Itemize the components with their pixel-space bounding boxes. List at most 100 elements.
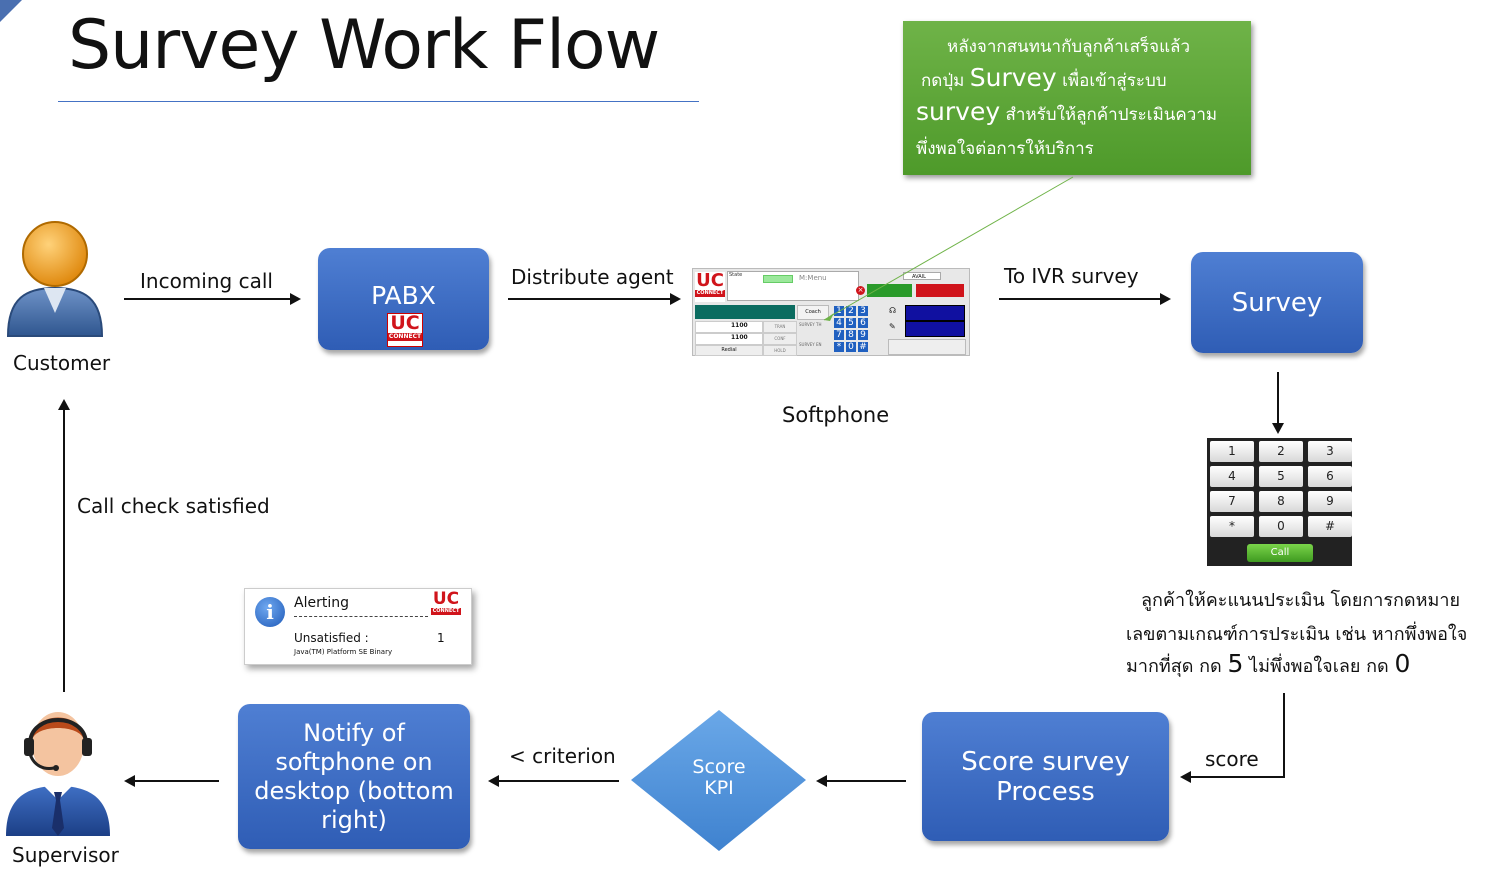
- uc-connect-logo: UC CONNECT: [387, 313, 423, 347]
- keypad-key[interactable]: 4: [1210, 466, 1254, 487]
- keypad-key[interactable]: 3: [1308, 441, 1352, 462]
- arrowhead: [1272, 423, 1284, 434]
- keypad-key[interactable]: 1: [1210, 441, 1254, 462]
- arrowhead: [124, 775, 135, 787]
- incoming-call-label: Incoming call: [140, 269, 273, 293]
- coach-button[interactable]: Coach: [797, 305, 829, 320]
- kpi-line2: KPI: [704, 777, 734, 799]
- arrow-process-kpi: [826, 780, 906, 782]
- score-kpi-diamond: [631, 710, 806, 851]
- notify-box: Notify of softphone on desktop (bottom r…: [238, 704, 470, 849]
- arrow-score-horizontal: [1190, 776, 1285, 778]
- note-text: เพื่อเข้าสู่ระบบ: [1062, 71, 1167, 91]
- to-ivr-label: To IVR survey: [1004, 264, 1139, 288]
- arrow-call-check: [63, 410, 65, 692]
- arrowhead: [290, 293, 301, 305]
- answer-button[interactable]: [867, 284, 912, 297]
- softphone-ext1: 1100: [731, 322, 748, 329]
- softphone-key[interactable]: 7: [834, 330, 844, 340]
- arrowhead: [670, 293, 681, 305]
- uc-logo-subtext: CONNECT: [431, 608, 461, 615]
- softphone-key[interactable]: 6: [858, 318, 868, 328]
- note-text: สำหรับให้ลูกค้าประเมินความ: [1005, 105, 1218, 125]
- keypad-key[interactable]: *: [1210, 516, 1254, 537]
- alert-count: 1: [437, 631, 445, 645]
- avail-select[interactable]: AVAIL: [903, 272, 941, 280]
- pabx-label: PABX: [371, 281, 436, 310]
- survey-box: Survey: [1191, 252, 1363, 353]
- notify-line1: Notify of: [303, 718, 405, 747]
- keypad-key[interactable]: 5: [1259, 466, 1303, 487]
- hangup-button[interactable]: [916, 284, 964, 297]
- call-button[interactable]: Call: [1247, 544, 1313, 562]
- softphone-key[interactable]: 9: [858, 330, 868, 340]
- title-underline: [58, 101, 699, 102]
- arrowhead: [58, 399, 70, 410]
- keypad-key[interactable]: 8: [1259, 491, 1303, 512]
- softphone-key[interactable]: 3: [858, 306, 868, 316]
- note-line1: หลังจากสนทนากับลูกค้าเสร็จแล้ว: [947, 37, 1191, 57]
- clear-icon[interactable]: ×: [856, 286, 865, 295]
- hold-button[interactable]: HOLD: [763, 345, 797, 356]
- redial-button[interactable]: Redial: [695, 345, 763, 356]
- arrow-incoming-call: [124, 298, 292, 300]
- desc-text: 0: [1394, 649, 1411, 678]
- softphone-key[interactable]: 5: [846, 318, 856, 328]
- uc-logo-text: UC: [390, 312, 420, 334]
- arrowhead: [1180, 771, 1191, 783]
- arrowhead: [816, 775, 827, 787]
- desc-text: 5: [1227, 649, 1244, 678]
- notify-line3: desktop (bottom: [254, 776, 454, 805]
- score-process-line2: Process: [996, 776, 1095, 807]
- tran-button[interactable]: TRAN: [763, 321, 797, 333]
- alert-footer: Java(TM) Platform SE Binary: [294, 648, 393, 656]
- alert-unsatisfied-label: Unsatisfied :: [294, 631, 369, 645]
- arrow-score-vertical: [1283, 693, 1285, 778]
- note-text: survey: [916, 97, 1001, 126]
- keypad-key[interactable]: 0: [1259, 516, 1303, 537]
- notify-line2: softphone on: [275, 747, 433, 776]
- alert-title: Alerting: [294, 595, 349, 611]
- softphone-key[interactable]: 4: [834, 318, 844, 328]
- survey-en-button[interactable]: SURVEY EN: [799, 342, 822, 347]
- headset-icon[interactable]: ☊: [889, 306, 897, 315]
- softphone-key[interactable]: 0: [846, 342, 856, 352]
- keypad-key[interactable]: 7: [1210, 491, 1254, 512]
- softphone-label: Softphone: [782, 403, 890, 427]
- softphone-key[interactable]: 8: [846, 330, 856, 340]
- uc-connect-logo: UC CONNECT: [431, 591, 461, 619]
- note-text: กดปุ่ม: [921, 71, 965, 91]
- keypad-key[interactable]: 9: [1308, 491, 1352, 512]
- mic-icon[interactable]: ✎: [889, 322, 896, 331]
- softphone-ext2: 1100: [731, 334, 748, 341]
- arrow-distribute-agent: [508, 298, 672, 300]
- keypad-key[interactable]: 2: [1259, 441, 1303, 462]
- score-process-line1: Score survey: [961, 746, 1130, 777]
- softphone-key[interactable]: #: [858, 342, 868, 352]
- desc-line3: มากที่สุด กด 5 ไม่พึ่งพอใจเลย กด 0: [1126, 649, 1410, 680]
- uc-connect-logo: UC CONNECT: [695, 272, 725, 302]
- survey-th-button[interactable]: SURVEY TH: [799, 322, 822, 327]
- keypad-key[interactable]: #: [1308, 516, 1352, 537]
- uc-logo-subtext: CONNECT: [695, 290, 725, 297]
- keypad-key[interactable]: 6: [1308, 466, 1352, 487]
- softphone-key[interactable]: 2: [846, 306, 856, 316]
- kpi-line1: Score: [692, 756, 746, 778]
- softphone-key[interactable]: *: [834, 342, 844, 352]
- supervisor-label: Supervisor: [12, 843, 119, 867]
- uc-logo-text: UC: [432, 589, 460, 609]
- softphone-key[interactable]: 1: [834, 306, 844, 316]
- arrow-to-ivr: [999, 298, 1162, 300]
- desc-text: ไม่พึ่งพอใจเลย กด: [1249, 656, 1389, 677]
- score-label: score: [1205, 747, 1259, 771]
- customer-label: Customer: [13, 351, 111, 375]
- conf-button[interactable]: CONF: [763, 333, 797, 345]
- note-line4: พึ่งพอใจต่อการให้บริการ: [916, 139, 1094, 159]
- note-text: Survey: [969, 63, 1057, 92]
- softphone-menu: M:Menu: [799, 274, 827, 282]
- call-check-label: Call check satisfied: [77, 494, 270, 518]
- uc-logo-text: UC: [696, 270, 724, 291]
- arrow-kpi-notify: [498, 780, 619, 782]
- survey-label: Survey: [1231, 287, 1323, 318]
